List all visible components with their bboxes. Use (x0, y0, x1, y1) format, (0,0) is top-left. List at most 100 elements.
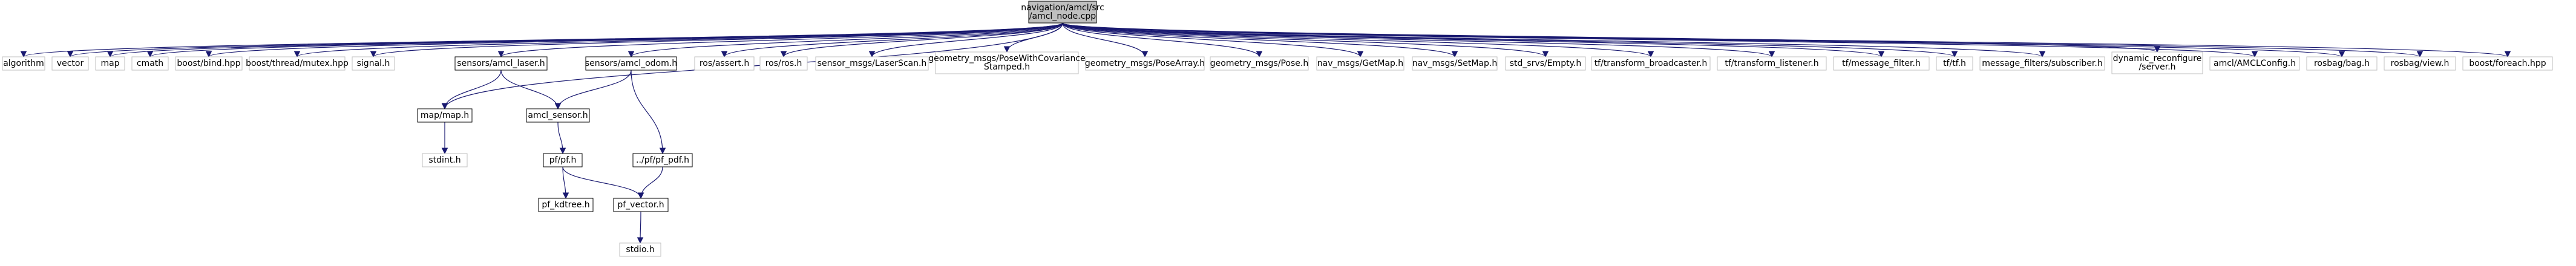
edge-line (637, 166, 663, 199)
node-label: map/map.h (421, 111, 469, 120)
node-box (2111, 51, 2203, 74)
node-box (2306, 56, 2378, 71)
node-label: ros/ros.h (765, 59, 802, 68)
edge-line (1062, 22, 1654, 58)
node-label: algorithm (3, 59, 44, 68)
edge-root-to-getmap (1062, 22, 1364, 58)
node-pf_h[interactable]: pf/pf.h (543, 153, 583, 167)
edge-amcl_sensor-to-pf_h (557, 122, 566, 155)
node-rosbag_view: rosbag/view.h (2384, 56, 2456, 71)
edge-line (562, 166, 644, 199)
node-label: ../pf/pf_pdf.h (636, 155, 689, 165)
edge-line (631, 70, 666, 155)
edge-line (1062, 22, 1775, 58)
node-algorithm: algorithm (2, 56, 45, 71)
edge-line (1062, 22, 1263, 58)
node-map_h[interactable]: map/map.h (417, 108, 473, 123)
edge-root-to-posearray (1062, 22, 1149, 58)
node-tf_listener: tf/transform_listener.h (1717, 56, 1827, 71)
edge-root-to-subscriber (1062, 22, 2045, 58)
node-amclconfig: amcl/AMCLConfig.h (2209, 56, 2300, 71)
node-label: dynamic_reconfigure (2113, 54, 2202, 63)
node-root[interactable]: navigation/amcl/src/amcl_node.cpp (1021, 1, 1104, 24)
node-layer: navigation/amcl/src/amcl_node.cppalgorit… (2, 1, 2553, 257)
node-label: stdio.h (626, 245, 654, 255)
edge-pf_vector-to-stdio (637, 211, 644, 244)
node-label: tf/transform_broadcaster.h (1594, 59, 1708, 68)
node-label: sensor_msgs/LaserScan.h (818, 59, 927, 68)
node-label: pf/pf.h (549, 155, 577, 165)
node-box (131, 56, 169, 71)
node-map: map (95, 56, 125, 71)
node-ros_ros: ros/ros.h (759, 56, 808, 71)
node-label: amcl_sensor.h (528, 111, 588, 120)
edge-line (554, 70, 632, 110)
node-box (1833, 56, 1930, 71)
node-amcl_sensor[interactable]: amcl_sensor.h (526, 108, 590, 123)
node-pf_vector[interactable]: pf_vector.h (613, 198, 669, 212)
edge-line (497, 22, 1063, 58)
node-posearray: geometry_msgs/PoseArray.h (1085, 56, 1205, 71)
node-box (694, 56, 755, 71)
node-amcl_laser[interactable]: sensors/amcl_laser.h (454, 56, 548, 71)
node-box (95, 56, 125, 71)
node-box (1028, 1, 1097, 24)
edge-line (1062, 22, 1549, 58)
node-label: boost/foreach.hpp (2469, 59, 2546, 68)
edge-root-to-laserscan (868, 22, 1063, 58)
node-label: Stamped.h (984, 62, 1030, 72)
node-label: amcl/AMCLConfig.h (2214, 59, 2296, 68)
node-label: vector (57, 59, 84, 68)
node-label: sensors/amcl_odom.h (585, 59, 677, 68)
node-label: rosbag/bag.h (2314, 59, 2370, 68)
node-box (632, 153, 693, 167)
node-box (619, 242, 661, 257)
node-box (1717, 56, 1827, 71)
edge-line (1062, 22, 1458, 58)
edge-root-to-amcl_laser (497, 22, 1063, 58)
edge-pf_h-to-pf_kdtree (562, 166, 569, 199)
node-signal: signal.h (352, 56, 395, 71)
node-pf_kdtree[interactable]: pf_kdtree.h (538, 198, 594, 212)
node-pf_pdf[interactable]: ../pf/pf_pdf.h (632, 153, 693, 167)
node-getmap: nav_msgs/GetMap.h (1316, 56, 1404, 71)
node-label: tf/message_filter.h (1842, 59, 1921, 68)
node-box (538, 198, 594, 212)
edge-root-to-tf_broadcaster (1062, 22, 1654, 58)
node-amcl_odom[interactable]: sensors/amcl_odom.h (585, 56, 677, 71)
node-label: signal.h (357, 59, 390, 68)
edge-line (557, 122, 566, 155)
node-box (2462, 56, 2553, 71)
node-box (759, 56, 808, 71)
node-box (2, 56, 45, 71)
edge-amcl_odom-to-pf_pdf (631, 70, 666, 155)
edge-root-to-signal (370, 22, 1063, 58)
node-subscriber: message_filters/subscriber.h (1979, 56, 2105, 71)
node-label: std_srvs/Empty.h (1510, 59, 1582, 68)
node-box (1936, 56, 1973, 71)
node-box (1210, 56, 1309, 71)
node-box (543, 153, 583, 167)
edge-root-to-foreach (1062, 22, 2511, 58)
edge-line (441, 70, 502, 110)
node-tf_msgfilter: tf/message_filter.h (1833, 56, 1930, 71)
node-pose: geometry_msgs/Pose.h (1210, 56, 1309, 71)
node-box (585, 56, 677, 71)
node-box (2384, 56, 2456, 71)
edge-root-to-ros_assert (721, 22, 1063, 58)
node-dynreconf: dynamic_reconfigure/server.h (2111, 51, 2203, 74)
edge-line (868, 22, 1063, 58)
node-box (2209, 56, 2300, 71)
node-posecov: geometry_msgs/PoseWithCovarianceStamped.… (928, 51, 1086, 74)
node-box (417, 108, 473, 123)
node-box (935, 51, 1079, 74)
edge-line (1062, 22, 2258, 58)
edge-pf_pdf-to-pf_vector (637, 166, 663, 199)
edge-root-to-tf_tf (1062, 22, 1958, 58)
node-label: tf/transform_listener.h (1725, 59, 1818, 68)
node-label: /server.h (2138, 62, 2175, 72)
node-foreach: boost/foreach.hpp (2462, 56, 2553, 71)
node-label: geometry_msgs/PoseWithCovariance (928, 54, 1086, 63)
node-stdint: stdint.h (422, 153, 468, 167)
